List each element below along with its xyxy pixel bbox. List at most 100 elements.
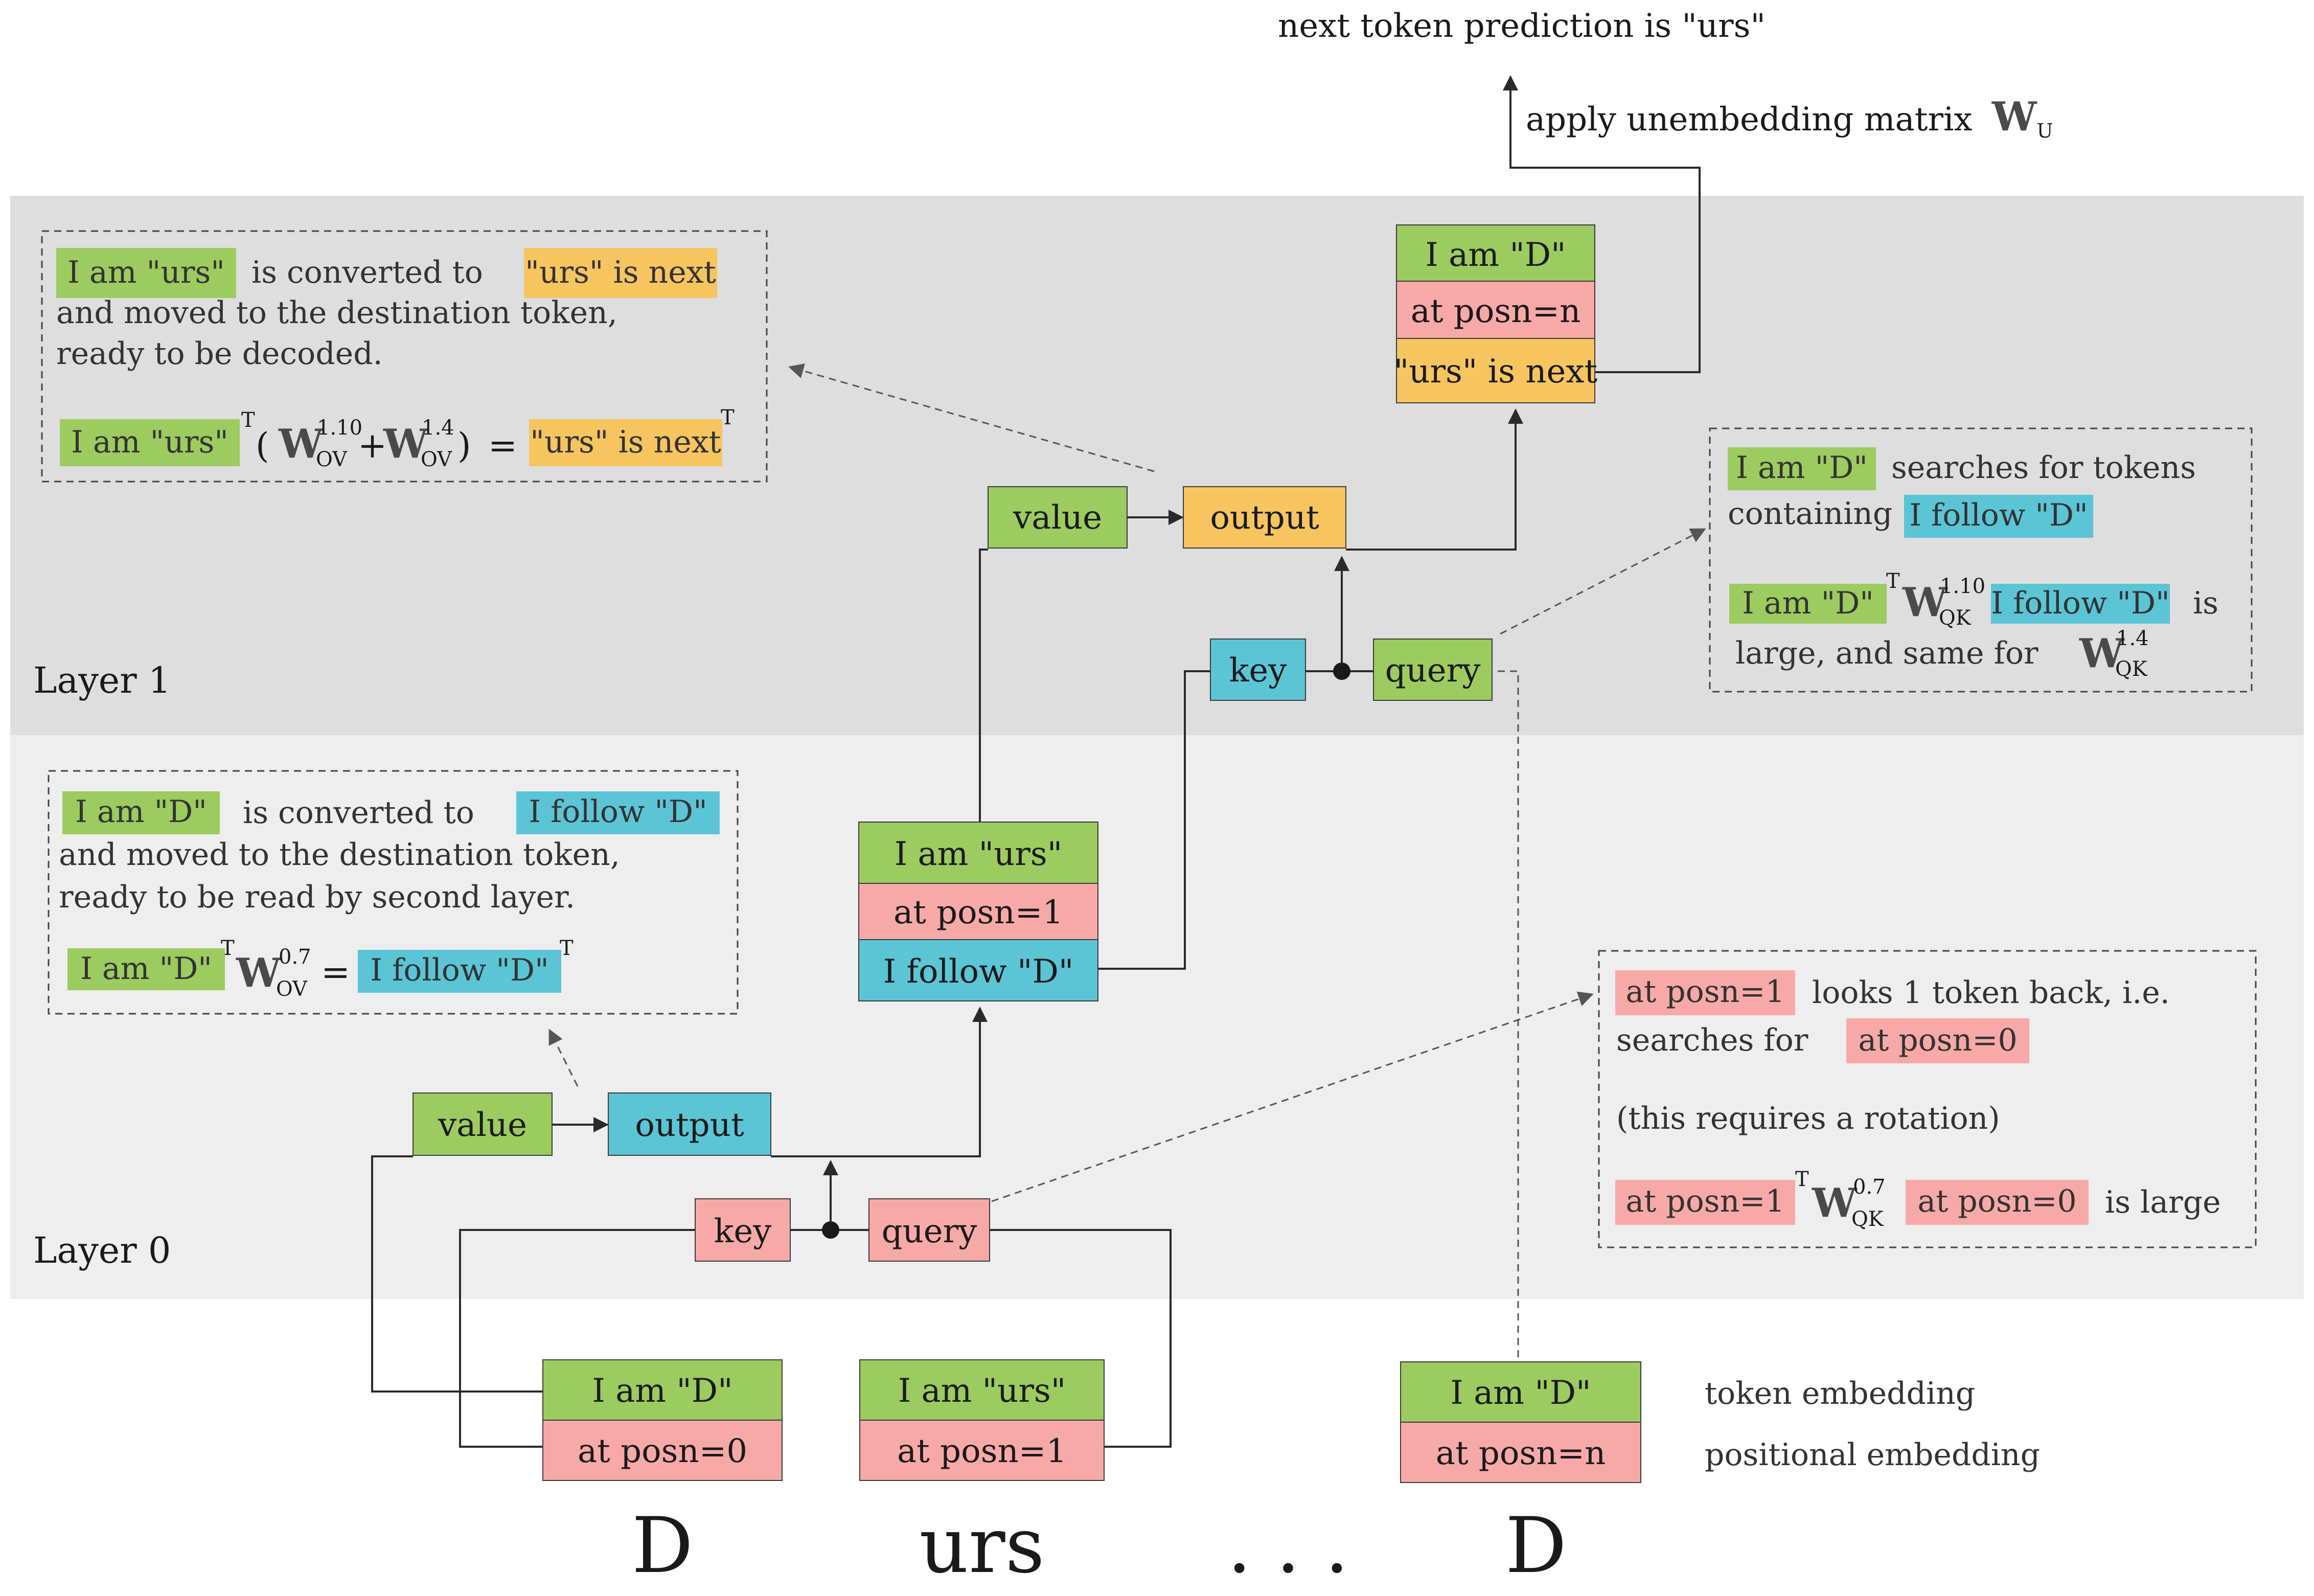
l1-output-box [1183, 486, 1346, 549]
mid-token-cell [858, 822, 1098, 884]
ov1-chip-a [56, 248, 236, 298]
next-to-unembed-edge [1509, 164, 1701, 373]
l1-key-box [1210, 639, 1306, 701]
layer1-band [10, 196, 2304, 735]
l0-output-box [608, 1092, 771, 1156]
input-1-token-text: I am "urs" [898, 1372, 1066, 1410]
ov0-eq-chip-b-text: I follow "D" [370, 952, 548, 988]
mid-to-l1-value [979, 549, 988, 822]
input-token-1: urs [919, 1501, 1044, 1590]
d-token-to-l0-value [371, 1155, 543, 1393]
qk0-chip-a [1615, 970, 1795, 1015]
qk1-note: I am "D" searches for tokens containing … [1709, 427, 2253, 693]
qk1-eq-chip-a [1729, 584, 1887, 624]
ov1-transpose-2: T [721, 406, 735, 429]
ov0-line-3: ready to be read by second layer. [59, 879, 575, 915]
l0-attn-node [822, 1221, 839, 1239]
input-2-pos-cell [1400, 1422, 1641, 1483]
ov0-transpose-2: T [560, 937, 574, 960]
l0-key-box [695, 1198, 791, 1262]
ov0-chip-a [62, 791, 220, 834]
input-stack-2: I am "D" at posn=n [1400, 1361, 1641, 1483]
qk1-w2-sup: 1.4 [2116, 627, 2149, 650]
ov1-chip-b [524, 248, 717, 298]
ov0-eq-chip-a-text: I am "D" [80, 951, 212, 987]
ov1-pointer [788, 363, 1155, 472]
unembed-label: apply unembedding matrix [1526, 101, 1973, 139]
urs-pos-to-l0-query [990, 1229, 1172, 1448]
ov1-note-frame [41, 230, 768, 483]
input-2-token-text: I am "D" [1451, 1374, 1591, 1412]
input-token-0: D [632, 1501, 693, 1590]
ov1-w1: W [278, 421, 324, 467]
input-0-pos-cell [542, 1420, 783, 1481]
qk0-chip-b-text: at posn=0 [1858, 1022, 2017, 1058]
ov1-line-2: and moved to the destination token, [56, 295, 617, 331]
l1-attn-node [1333, 663, 1350, 680]
qk0-w: W [1812, 1180, 1858, 1226]
qk1-text-2: containing [1728, 496, 1892, 532]
ov1-w1-sub: OV [316, 448, 348, 471]
ellipsis: . . . [1227, 1501, 1349, 1590]
l1-output-to-final [1346, 408, 1523, 551]
layer1-label: Layer 1 [33, 659, 171, 701]
qk0-w-sup: 0.7 [1853, 1175, 1886, 1199]
ov0-chip-a-text: I am "D" [75, 794, 207, 830]
qk1-w2-sub: QK [2115, 657, 2148, 681]
mid-pos-text: at posn=1 [893, 894, 1063, 931]
ov1-plus: + [358, 426, 387, 466]
input-token-2: D [1505, 1501, 1567, 1590]
qk1-chip-b-text: I follow "D" [1909, 497, 2088, 533]
ov1-eq-chip-a-text: I am "urs" [71, 424, 228, 460]
l1-output-label: output [1210, 499, 1319, 537]
qk1-eq-chip-a-text: I am "D" [1742, 585, 1874, 621]
final-token-cell [1396, 224, 1595, 282]
positional-embedding-label: positional embedding [1705, 1437, 2040, 1473]
ov1-eq-chip-b [529, 419, 722, 466]
qk0-transpose: T [1795, 1168, 1809, 1191]
ov0-transpose: T [221, 937, 235, 960]
qk1-w-sub: QK [1939, 606, 1972, 630]
qk0-text-3: (this requires a rotation) [1616, 1101, 2000, 1136]
ov0-w-sub: OV [276, 977, 308, 1001]
qk0-w-sub: QK [1851, 1207, 1884, 1231]
ov1-w2-sub: OV [421, 448, 452, 471]
l1-value-label: value [1013, 499, 1102, 537]
unembed-text: apply unembedding matrix WU [1526, 94, 2053, 142]
qk0-pointer [991, 991, 1594, 1202]
ov0-w: W [236, 950, 282, 996]
ov1-note: I am "urs" is converted to "urs" is next… [41, 230, 768, 483]
qk1-transpose: T [1886, 569, 1900, 593]
mid-stack: I am "urs" at posn=1 I follow "D" [858, 822, 1098, 1001]
l0-output-label: output [635, 1106, 744, 1144]
input-stack-0: I am "D" at posn=0 [542, 1359, 783, 1481]
final-pos-text: at posn=n [1411, 292, 1581, 330]
layer0-label: Layer 0 [33, 1229, 171, 1271]
ov0-eq-chip-a [67, 948, 225, 990]
qk1-chip-b [1904, 495, 2093, 538]
ov1-text-1: is converted to [251, 255, 483, 290]
final-token-text: I am "D" [1426, 236, 1566, 274]
input-stack-1: I am "urs" at posn=1 [859, 1359, 1105, 1481]
l0-output-to-mid [771, 1007, 988, 1157]
qk0-chip-a-text: at posn=1 [1625, 974, 1784, 1010]
ov0-text-1: is converted to [243, 795, 474, 831]
qk0-text-4: is large [2105, 1184, 2221, 1220]
ov1-line-3: ready to be decoded. [56, 336, 383, 372]
l0-value-box [413, 1092, 553, 1156]
ov0-chip-b [516, 791, 720, 834]
token-embedding-label: token embedding [1705, 1376, 1975, 1411]
ov1-w1-sup: 1.10 [317, 416, 362, 440]
ov1-transpose: T [241, 408, 255, 432]
ov1-equals: = [488, 426, 517, 466]
unembed-matrix: W [1991, 94, 2037, 140]
l0-key-label: key [714, 1213, 772, 1250]
qk0-eq-chip-b-text: at posn=0 [1917, 1183, 2076, 1219]
final-D-to-l1-query [1492, 670, 1519, 1357]
ov0-note-frame [48, 770, 739, 1015]
ov1-chip-a-text: I am "urs" [67, 255, 225, 290]
mid-token-text: I am "urs" [895, 835, 1062, 873]
qk0-eq-chip-a-text: at posn=1 [1625, 1183, 1784, 1219]
qk0-note-frame [1598, 950, 2257, 1248]
qk1-w2: W [2079, 630, 2125, 677]
